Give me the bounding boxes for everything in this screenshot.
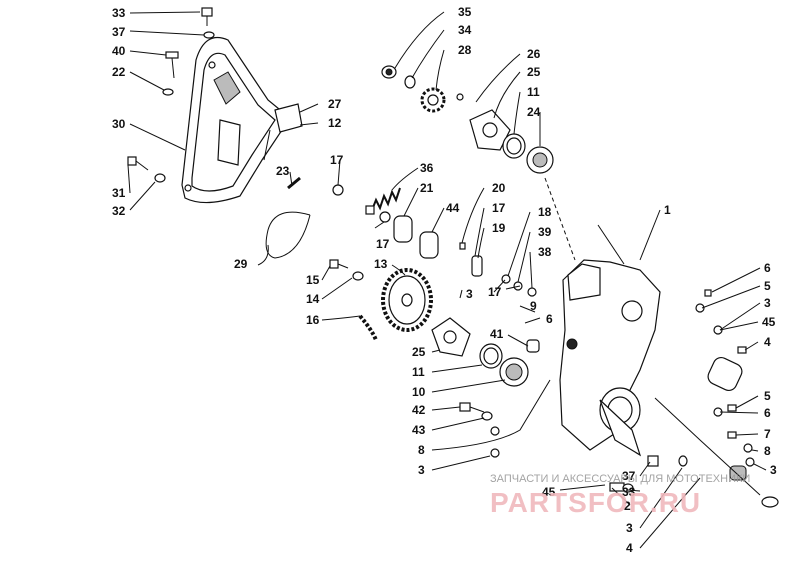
sprocket-13 xyxy=(381,268,433,332)
callout-10: 10 xyxy=(412,385,426,399)
chain-16 xyxy=(358,314,378,341)
callout-19: 19 xyxy=(492,221,506,235)
callout-6-b: 6 xyxy=(764,261,771,275)
callout-6-a: 6 xyxy=(546,312,553,326)
callout-22: 22 xyxy=(112,65,126,79)
callout-17-a: 17 xyxy=(330,153,344,167)
callout-3-e: 3 xyxy=(626,521,633,535)
bolts-42-43-8-3 xyxy=(459,402,500,458)
callout-25-upper: 25 xyxy=(527,65,541,79)
callout-3-d: 3 xyxy=(770,463,777,477)
screw-40 xyxy=(162,51,179,96)
callout-1: 1 xyxy=(664,203,671,217)
callout-5-b: 5 xyxy=(764,389,771,403)
callout-39: 39 xyxy=(538,225,552,239)
housing-dashed-center xyxy=(544,177,576,261)
callout-4-a: 4 xyxy=(764,335,771,349)
callout-42: 42 xyxy=(412,403,426,417)
watermark-caption: ЗАПЧАСТИ И АКСЕССУАРЫ ДЛЯ МОТОТЕХНИКИ xyxy=(490,473,750,485)
callout-31: 31 xyxy=(112,186,126,200)
pin-23 xyxy=(287,176,301,190)
seal-11-lower xyxy=(479,343,503,369)
callout-30: 30 xyxy=(112,117,126,131)
callout-4-b: 4 xyxy=(626,541,633,555)
callout-45-a: 45 xyxy=(762,315,776,329)
callout-3-a: 3 xyxy=(466,287,473,301)
callout-labels: 33 37 40 22 30 31 32 23 29 27 12 35 34 2… xyxy=(112,5,777,555)
callout-20: 20 xyxy=(492,181,506,195)
nut-35 xyxy=(381,65,397,79)
callout-9: 9 xyxy=(530,299,537,313)
callout-8-a: 8 xyxy=(418,443,425,457)
bearing-24 xyxy=(526,146,554,174)
bolt-31-washer-32 xyxy=(127,156,166,183)
callout-33-b: 33 xyxy=(622,485,636,499)
callout-34: 34 xyxy=(458,23,472,37)
callout-8-b: 8 xyxy=(764,444,771,458)
callout-45-b: 45 xyxy=(542,485,556,499)
bearing-10 xyxy=(499,357,529,387)
callout-15: 15 xyxy=(306,273,320,287)
callout-21: 21 xyxy=(420,181,434,195)
chaincase-housing xyxy=(559,259,661,457)
callout-24: 24 xyxy=(527,105,541,119)
callout-37: 37 xyxy=(112,25,126,39)
callout-17-c: 17 xyxy=(376,237,390,251)
callout-16: 16 xyxy=(306,313,320,327)
callout-29: 29 xyxy=(234,257,248,271)
right-fasteners xyxy=(695,289,779,508)
fitting-41 xyxy=(526,339,540,353)
callout-36: 36 xyxy=(420,161,434,175)
callout-43: 43 xyxy=(412,423,426,437)
callout-3-c: 3 xyxy=(764,296,771,310)
callout-26: 26 xyxy=(527,47,541,61)
callout-17-b: 17 xyxy=(492,201,506,215)
callout-13: 13 xyxy=(374,257,388,271)
callout-23: 23 xyxy=(276,164,290,178)
bolt-15-washer-14 xyxy=(329,259,364,281)
callout-14: 14 xyxy=(306,292,320,306)
roller-44 xyxy=(419,231,439,259)
callout-44: 44 xyxy=(446,201,460,215)
callout-28: 28 xyxy=(458,43,472,57)
callout-35: 35 xyxy=(458,5,472,19)
plate-25-upper xyxy=(456,93,511,151)
callout-41: 41 xyxy=(490,327,504,341)
callout-12: 12 xyxy=(328,116,342,130)
callout-33: 33 xyxy=(112,6,126,20)
callout-38: 38 xyxy=(538,245,552,259)
chaincase-cover xyxy=(181,36,303,204)
callout-3-b: 3 xyxy=(418,463,425,477)
callout-11-lower: 11 xyxy=(412,365,425,379)
watermark-logo: PARTSFOR.RU xyxy=(490,487,701,518)
callout-27: 27 xyxy=(328,97,342,111)
callout-11-upper: 11 xyxy=(527,85,540,99)
leader-lines xyxy=(127,11,767,549)
callout-6-c: 6 xyxy=(764,406,771,420)
callout-17-d: 17 xyxy=(488,285,502,299)
seal-11-upper xyxy=(502,133,526,159)
sprocket-28 xyxy=(420,87,446,113)
bolt-33-upper xyxy=(201,7,215,39)
callout-18: 18 xyxy=(538,205,552,219)
washer-34 xyxy=(404,75,416,89)
callout-7: 7 xyxy=(764,427,771,441)
spring-36 xyxy=(365,187,401,215)
callout-32: 32 xyxy=(112,204,126,218)
callout-40: 40 xyxy=(112,44,126,58)
callout-25-lower: 25 xyxy=(412,345,426,359)
callout-5-a: 5 xyxy=(764,279,771,293)
cable-29 xyxy=(263,129,311,259)
callout-37-b: 37 xyxy=(622,469,636,483)
roller-21 xyxy=(393,215,413,243)
watermark: ЗАПЧАСТИ И АКСЕССУАРЫ ДЛЯ МОТОТЕХНИКИ PA… xyxy=(490,473,750,518)
callout-2: 2 xyxy=(624,499,631,513)
plate-25-lower xyxy=(431,317,471,357)
